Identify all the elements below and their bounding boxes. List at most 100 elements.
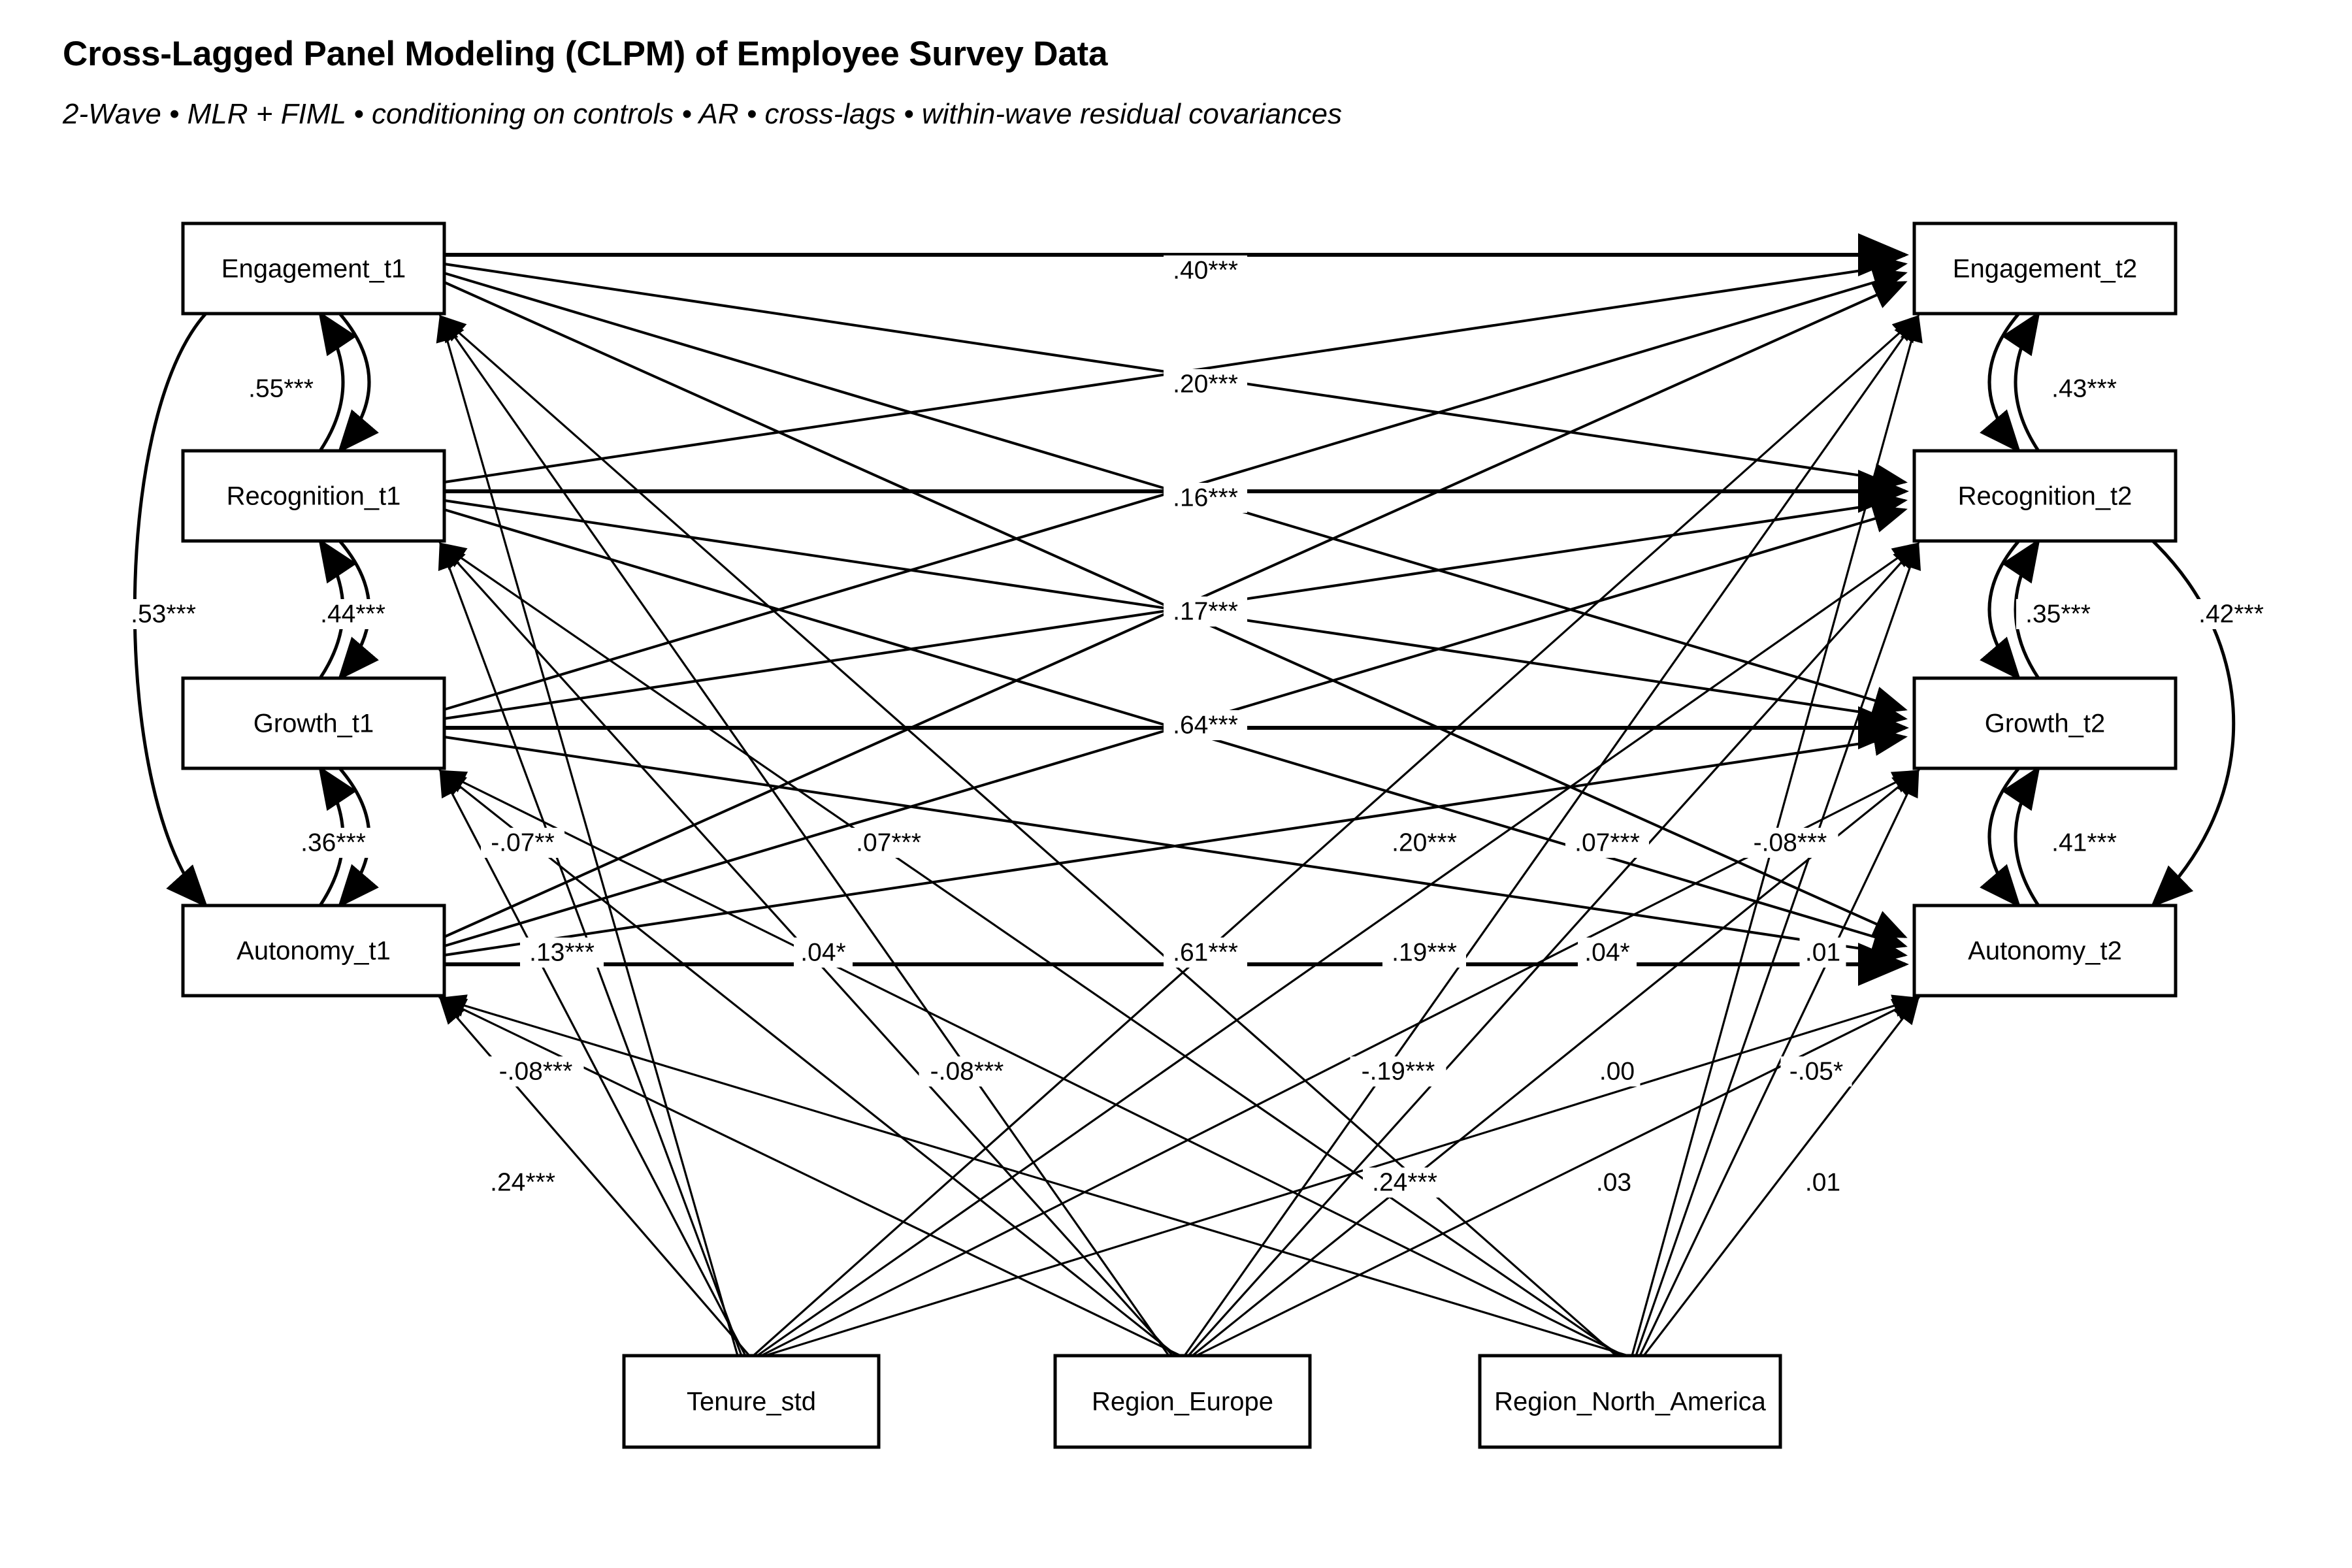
control-path-ten-rec_t2: [757, 542, 1920, 1357]
label-halo: [1799, 1168, 1846, 1198]
label-halo: [481, 828, 564, 858]
path-coefficient: .16***: [1173, 483, 1238, 512]
label-halo: [311, 599, 395, 629]
node-label: Recognition_t2: [1958, 482, 2132, 511]
control-path-ten-gro_t2: [760, 770, 1920, 1357]
path-coefficient: .24***: [490, 1168, 555, 1196]
node-label: Growth_t2: [1985, 710, 2106, 738]
page-title: Cross-Lagged Panel Modeling (CLPM) of Em…: [63, 35, 1108, 73]
label-halo: [2016, 599, 2100, 629]
covariance-label-rec_t1-gro_t1: .44***: [311, 599, 395, 629]
label-halo: [794, 938, 853, 968]
path-label-rec_t1-eng_t2: .20***: [1164, 369, 1247, 399]
residual-covariance-long: [2112, 500, 2236, 908]
label-halo: [1593, 1056, 1641, 1086]
label-halo: [1350, 1056, 1446, 1086]
path-coefficient: .07***: [856, 828, 921, 857]
path-coefficient: -.05*: [1789, 1057, 1843, 1085]
control-path-ten-gro_t1: [439, 769, 747, 1356]
label-halo: [1565, 828, 1649, 858]
label-halo: [1799, 938, 1846, 968]
path-label-ten-rec_t1: .24***: [481, 1168, 564, 1198]
path-label-nam-aut_t2: -.05*: [1780, 1056, 1852, 1086]
covariance-label-eng_t2-rec_t2: .43***: [2042, 374, 2126, 404]
node-gro_t1[interactable]: Growth_t1: [181, 676, 446, 770]
covariance-label-eng_t1-rec_t1: .55***: [239, 374, 323, 404]
path-coefficient: .13***: [529, 938, 595, 966]
path-coefficient: .55***: [248, 374, 314, 402]
path-coefficient: .03: [1596, 1168, 1631, 1196]
label-halo: [2189, 599, 2273, 629]
control-path-eur-rec_t2: [1187, 542, 1920, 1357]
node-label: Autonomy_t1: [237, 937, 391, 966]
node-rec_t1[interactable]: Recognition_t1: [181, 449, 446, 543]
label-halo: [1742, 828, 1838, 858]
path-coefficient: .43***: [2051, 374, 2117, 402]
label-halo: [487, 1056, 584, 1086]
residual-covariance: [2001, 765, 2076, 949]
path-coefficient: -.08***: [499, 1057, 573, 1085]
path-coefficient: .44***: [320, 600, 385, 628]
path-coefficient: -.08***: [1754, 828, 1827, 857]
control-path-eur-gro_t1: [438, 770, 1177, 1357]
node-aut_t1[interactable]: Autonomy_t1: [181, 904, 446, 998]
label-halo: [1578, 938, 1637, 968]
node-eng_t1[interactable]: Engagement_t1: [181, 221, 446, 316]
node-ten[interactable]: Tenure_std: [622, 1354, 881, 1449]
path-coefficient: -.07**: [491, 828, 555, 857]
path-coefficient: .64***: [1173, 711, 1238, 739]
node-aut_t2[interactable]: Autonomy_t2: [1912, 904, 2178, 998]
node-box: [1912, 676, 2178, 770]
path-coefficient: -.19***: [1362, 1057, 1435, 1085]
path-label-eng_t1-aut_t2: .04*: [1578, 938, 1637, 968]
node-rec_t2[interactable]: Recognition_t2: [1912, 449, 2178, 543]
control-path-eur-eng_t1: [439, 314, 1170, 1356]
control-path-eur-gro_t2: [1191, 769, 1920, 1357]
path-label-eur-eng_t2: .24***: [1363, 1168, 1446, 1198]
path-label-gro_t1-aut_t2: .01: [1799, 938, 1846, 968]
path-label-aut_t1-rec_t2: -.07**: [481, 828, 564, 858]
covariance-label-rec_t2-gro_t2: .35***: [2016, 599, 2100, 629]
path-coefficient: .53***: [131, 600, 196, 628]
label-halo: [1164, 483, 1247, 513]
page-subtitle: 2-Wave • MLR + FIML • conditioning on co…: [63, 98, 1342, 130]
path-labels-layer: .40***.16***.64***.61***.20***.17***.07*…: [122, 255, 2273, 1198]
node-box: [181, 221, 446, 316]
label-halo: [1164, 710, 1247, 740]
path-label-ten-aut_t1: -.19***: [1350, 1056, 1446, 1086]
path-label-rec_t1-rec_t2: .16***: [1164, 483, 1247, 513]
control-path-nam-aut_t1: [438, 994, 1629, 1357]
path-coefficient: .04*: [1584, 938, 1629, 966]
node-box: [181, 904, 446, 998]
path-label-ten-eng_t1: -.08***: [487, 1056, 584, 1086]
path-coefficient: .35***: [2025, 600, 2091, 628]
residual-covariance: [283, 310, 357, 494]
path-label-gro_t1-rec_t2: .04*: [794, 938, 853, 968]
residual-covariance: [2001, 538, 2076, 721]
node-eng_t2[interactable]: Engagement_t2: [1912, 221, 2178, 316]
node-box: [1912, 449, 2178, 543]
node-eur[interactable]: Region_Europe: [1053, 1354, 1312, 1449]
path-label-aut_t1-eng_t2: .07***: [847, 828, 930, 858]
path-coefficient: .00: [1599, 1057, 1635, 1085]
path-label-eng_t1-rec_t2: .13***: [520, 938, 604, 968]
node-gro_t2[interactable]: Growth_t2: [1912, 676, 2178, 770]
node-box: [1478, 1354, 1782, 1449]
label-halo: [2042, 374, 2126, 404]
control-path-nam-gro_t2: [1639, 769, 1919, 1356]
node-label: Engagement_t2: [1953, 255, 2137, 284]
path-label-eng_t1-gro_t2: .20***: [1382, 828, 1466, 858]
label-halo: [520, 938, 604, 968]
node-nam[interactable]: Region_North_America: [1478, 1354, 1782, 1449]
label-halo: [1590, 1168, 1637, 1198]
path-coefficient: .41***: [2051, 828, 2117, 857]
node-label: Recognition_t1: [227, 482, 401, 511]
path-coefficient: .20***: [1173, 370, 1238, 398]
label-halo: [1382, 938, 1466, 968]
path-coefficient: .36***: [301, 828, 366, 857]
node-box: [1912, 221, 2178, 316]
path-label-rec_t1-aut_t2: -.08***: [1742, 828, 1838, 858]
node-label: Region_Europe: [1092, 1388, 1273, 1416]
path-label-eur-gro_t2: .03: [1590, 1168, 1637, 1198]
